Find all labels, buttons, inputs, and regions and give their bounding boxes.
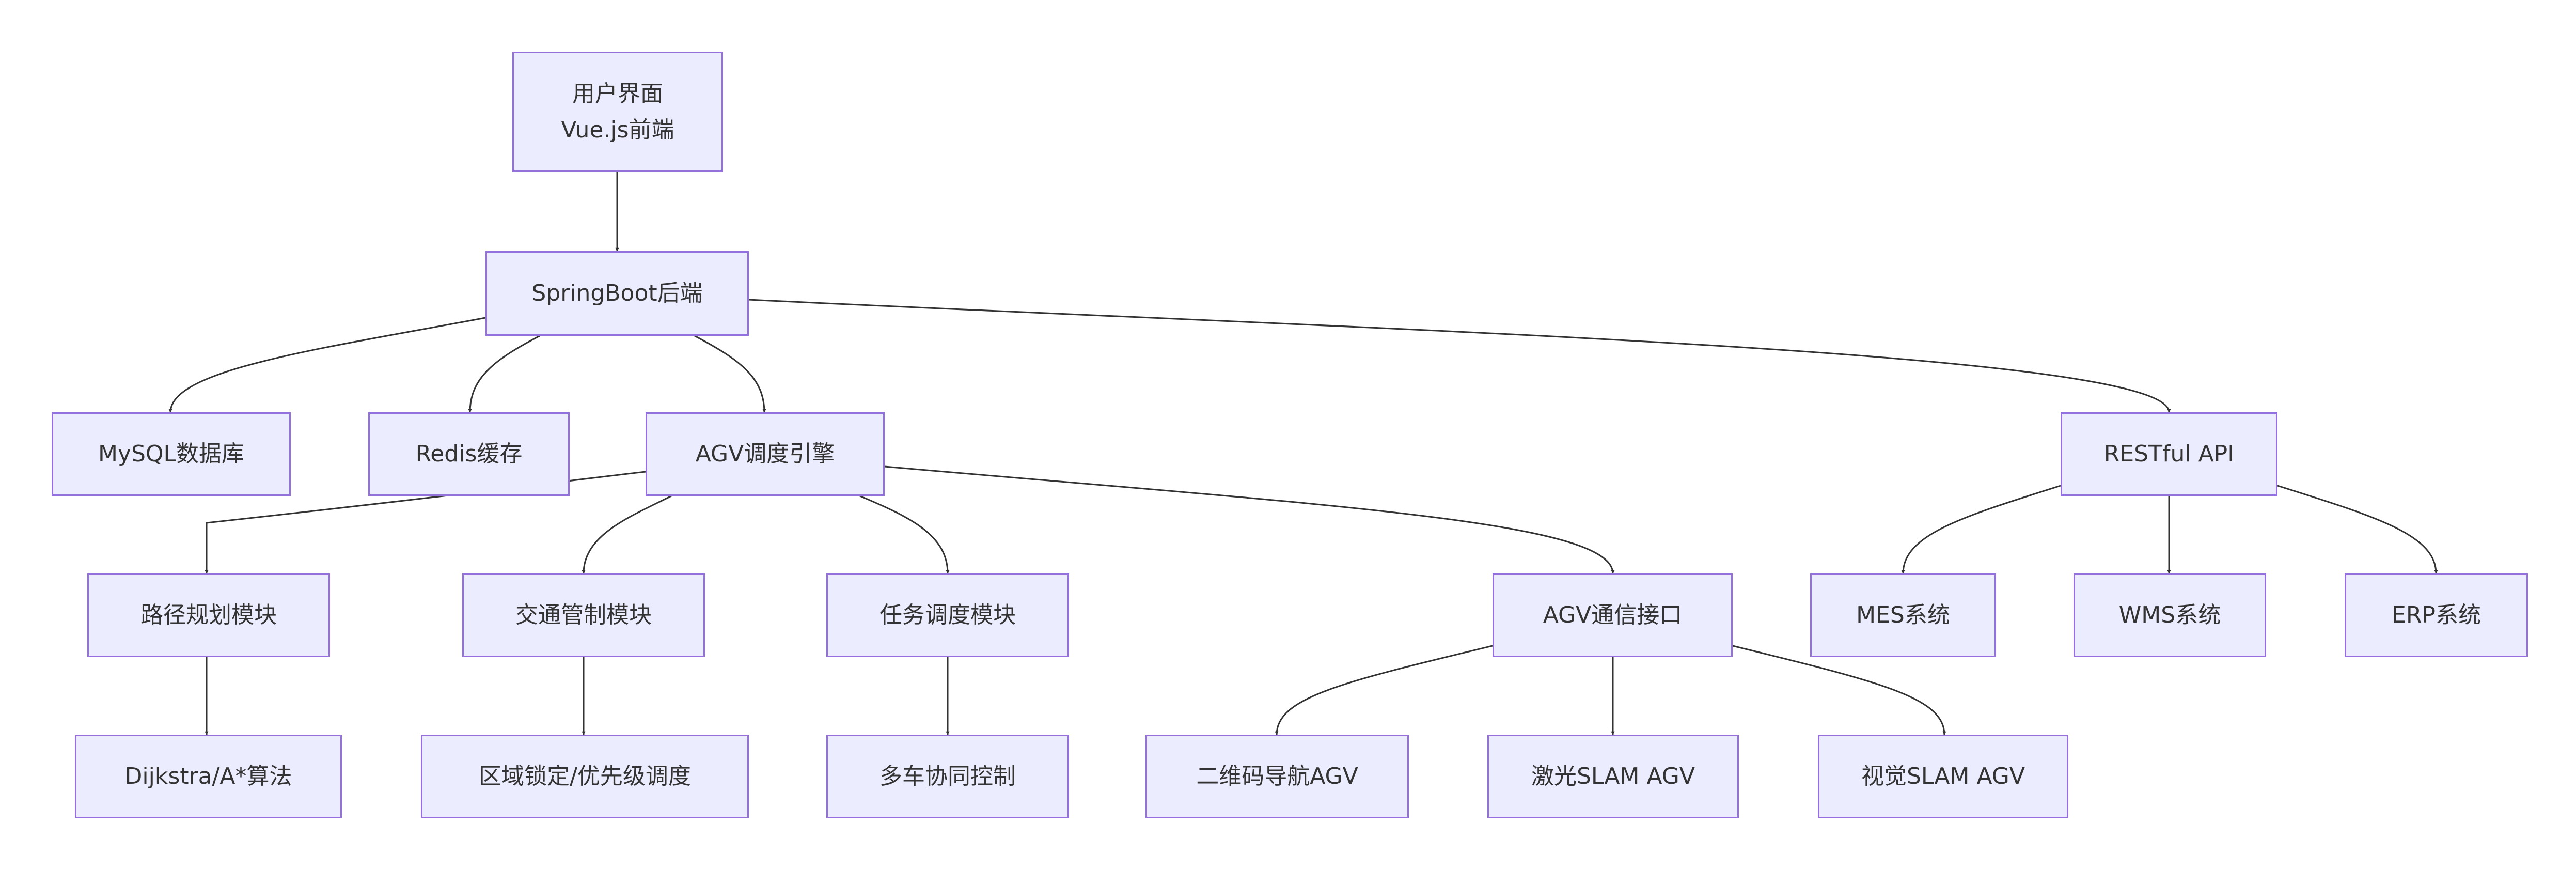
edge-agv-comm-qr-agv [1275,645,1493,735]
qr-agv-label: 二维码导航AGV [1196,763,1358,789]
multi-vehicle-label: 多车协同控制 [879,763,1016,789]
laser-agv-label: 激光SLAM AGV [1531,763,1695,789]
agv-comm-node: AGV通信接口 [1493,573,1733,657]
zone-lock-node: 区域锁定/优先级调度 [421,735,749,818]
mes-node: MES系统 [1810,573,1996,657]
edge-backend-mysql [168,317,486,413]
edge-agv-engine-path-planning [205,471,646,574]
vision-agv-label: 视觉SLAM AGV [1861,763,2025,789]
edge-agv-comm-vision-agv [1732,645,1946,735]
mysql-node: MySQL数据库 [52,412,291,496]
agv-comm-label: AGV通信接口 [1543,602,1683,628]
mysql-label: MySQL数据库 [98,441,245,467]
edge-restful-api-mes [1901,485,2061,574]
dijkstra-label: Dijkstra/A*算法 [124,763,292,789]
backend-node: SpringBoot后端 [485,251,749,336]
mes-label: MES系统 [1856,602,1950,628]
path-planning-label: 路径规划模块 [140,602,277,628]
edge-restful-api-erp [2277,485,2438,574]
edge-backend-restful-api [748,299,2171,413]
agv-engine-label: AGV调度引擎 [695,441,835,467]
task-scheduling-label: 任务调度模块 [879,602,1016,628]
dijkstra-node: Dijkstra/A*算法 [75,735,342,818]
backend-label: SpringBoot后端 [531,280,703,306]
traffic-control-node: 交通管制模块 [462,573,705,657]
traffic-control-label: 交通管制模块 [515,602,652,628]
edge-backend-agv-engine [694,335,766,413]
redis-label: Redis缓存 [415,441,523,467]
frontend-label-line1: 用户界面 [572,80,663,107]
path-planning-node: 路径规划模块 [87,573,330,657]
edge-backend-redis [468,335,540,413]
restful-api-node: RESTful API [2061,412,2277,496]
task-scheduling-node: 任务调度模块 [826,573,1069,657]
erp-node: ERP系统 [2345,573,2528,657]
wms-node: WMS系统 [2074,573,2266,657]
restful-api-label: RESTful API [2103,441,2235,467]
qr-agv-node: 二维码导航AGV [1145,735,1409,818]
edge-agv-engine-task-scheduling [859,495,950,574]
laser-agv-node: 激光SLAM AGV [1487,735,1739,818]
frontend-node: 用户界面 Vue.js前端 [512,52,723,172]
wms-label: WMS系统 [2118,602,2221,628]
vision-agv-node: 视觉SLAM AGV [1818,735,2068,818]
frontend-label-line2: Vue.js前端 [561,116,674,143]
erp-label: ERP系统 [2392,602,2481,628]
zone-lock-label: 区域锁定/优先级调度 [479,763,691,789]
edge-agv-engine-agv-comm [884,465,1615,574]
redis-node: Redis缓存 [368,412,570,496]
edge-agv-engine-traffic-control [582,495,672,574]
multi-vehicle-node: 多车协同控制 [826,735,1069,818]
agv-engine-node: AGV调度引擎 [646,412,885,496]
